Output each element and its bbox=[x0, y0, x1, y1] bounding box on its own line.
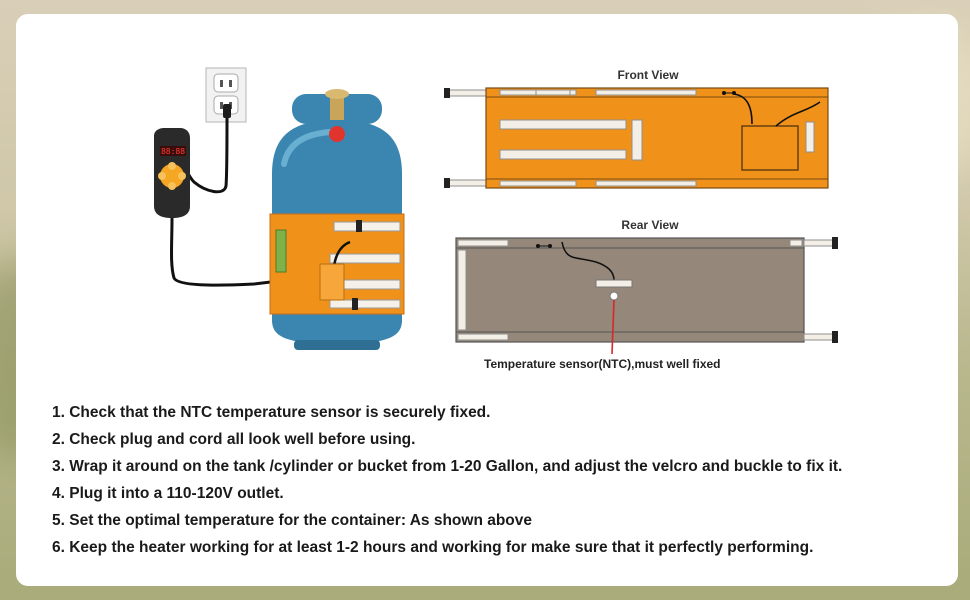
instruction-item: 4. Plug it into a 110-120V outlet. bbox=[52, 485, 284, 502]
sensor-caption: Temperature sensor(NTC),must well fixed bbox=[484, 357, 721, 371]
instructions-list: 1. Check that the NTC temperature sensor… bbox=[52, 402, 842, 564]
instruction-item: 3. Wrap it around on the tank /cylinder … bbox=[52, 458, 843, 475]
rear-buckles bbox=[832, 237, 838, 343]
rear-view-diagram bbox=[455, 237, 838, 355]
rear-view-title: Rear View bbox=[621, 218, 679, 232]
front-view-diagram bbox=[444, 87, 829, 189]
tank-heater-illustration: 88:88 bbox=[154, 67, 405, 350]
instruction-item: 5. Set the optimal temperature for the c… bbox=[52, 512, 533, 529]
content-card: 88:88 bbox=[16, 14, 958, 586]
thermostat-controller-icon: 88:88 bbox=[154, 128, 190, 218]
instruction-item: 1. Check that the NTC temperature sensor… bbox=[52, 404, 491, 421]
front-view-title: Front View bbox=[617, 68, 679, 82]
svg-text:88:88: 88:88 bbox=[161, 147, 185, 156]
sensor-pointer-line bbox=[611, 299, 615, 355]
instruction-item: 6. Keep the heater working for at least … bbox=[52, 539, 814, 556]
buckle-icon bbox=[352, 220, 362, 310]
instruction-item: 2. Check plug and cord all look well bef… bbox=[52, 431, 416, 448]
wall-outlet-icon bbox=[205, 67, 247, 123]
